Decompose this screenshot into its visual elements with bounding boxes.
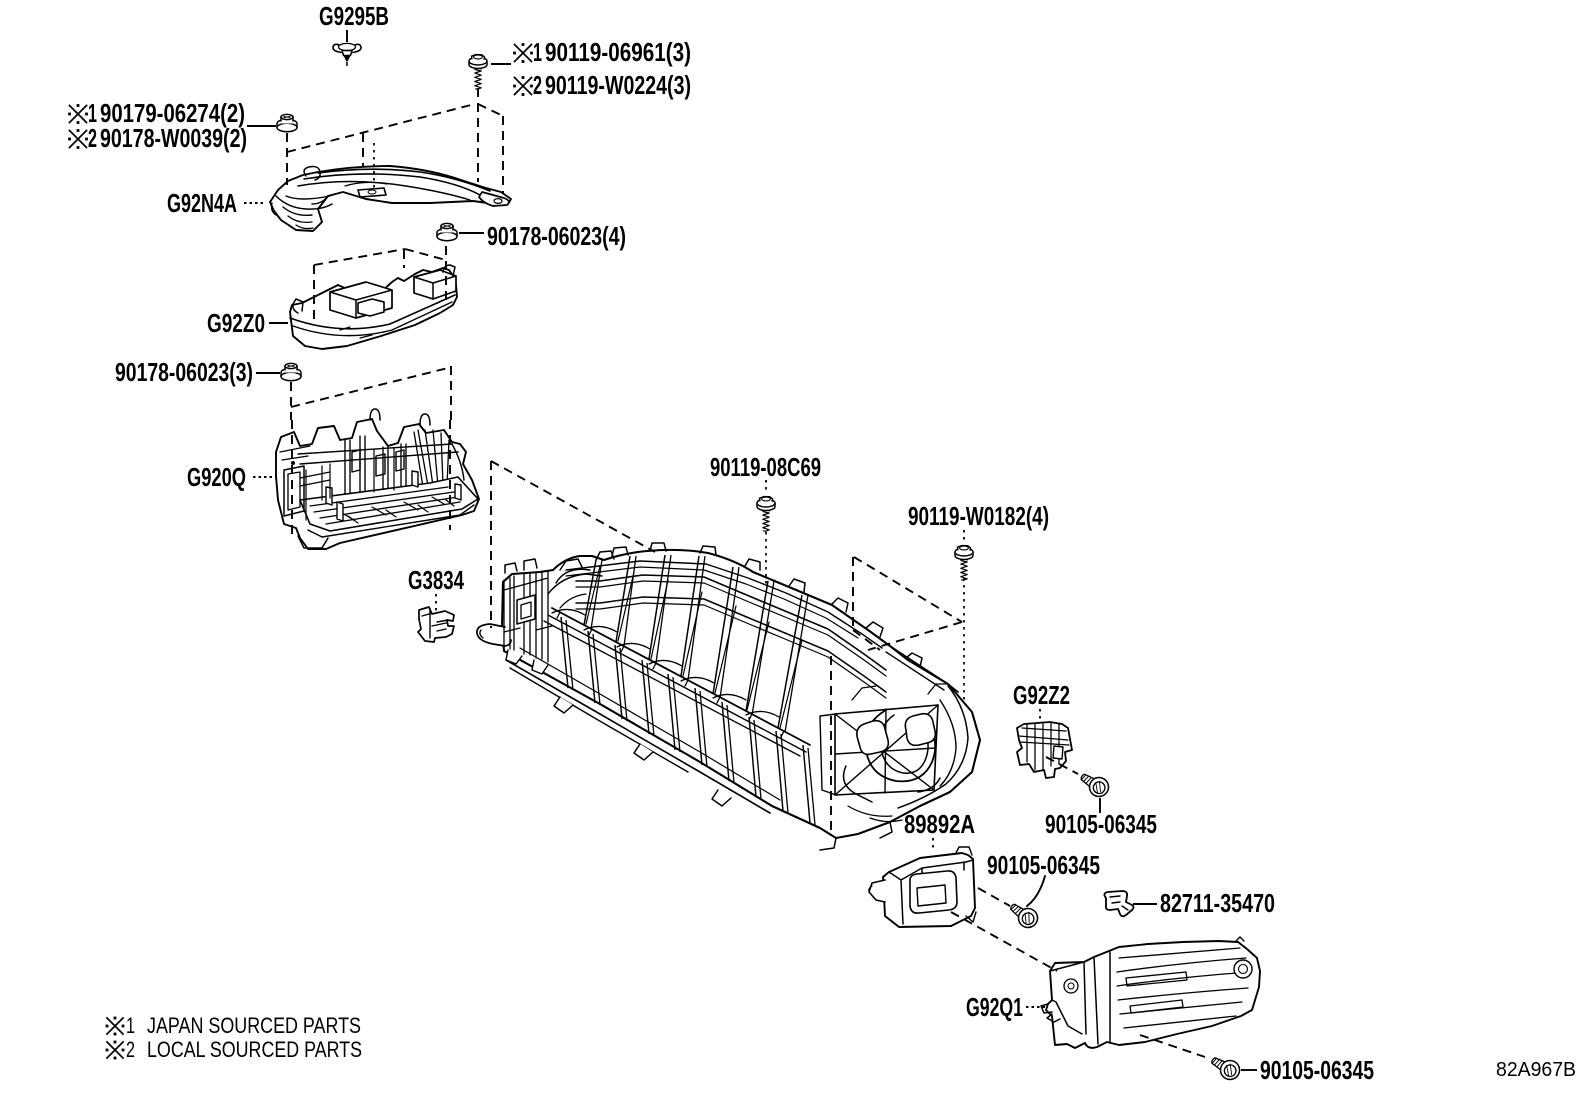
svg-text:G920Q: G920Q [187,462,246,492]
svg-text:LOCAL SOURCED PARTS: LOCAL SOURCED PARTS [147,1037,362,1062]
svg-text:2: 2 [126,1037,135,1062]
svg-text:90119-08C69: 90119-08C69 [710,452,821,482]
svg-text:90105-06345: 90105-06345 [1045,809,1157,839]
svg-text:G3834: G3834 [408,565,464,595]
svg-text:90119-W0182(4): 90119-W0182(4) [908,501,1049,531]
svg-text:1: 1 [126,1013,135,1038]
svg-text:82711-35470: 82711-35470 [1160,888,1275,918]
svg-text:82A967B: 82A967B [1496,1059,1576,1081]
svg-text:90119-W0224(3): 90119-W0224(3) [545,70,691,100]
svg-text:G9295B: G9295B [319,1,389,31]
svg-text:90179-06274(2): 90179-06274(2) [100,98,245,128]
svg-text:90178-W0039(2): 90178-W0039(2) [100,123,247,153]
svg-text:89892A: 89892A [904,809,975,839]
svg-text:90119-06961(3): 90119-06961(3) [545,37,691,67]
svg-text:G92N4A: G92N4A [167,188,237,218]
svg-text:G92Q1: G92Q1 [966,992,1023,1022]
svg-text:2: 2 [533,70,542,100]
svg-text:G92Z0: G92Z0 [207,308,265,338]
svg-text:90105-06345: 90105-06345 [1260,1055,1374,1085]
svg-text:2: 2 [88,123,97,153]
svg-text:90105-06345: 90105-06345 [987,850,1100,880]
svg-text:G92Z2: G92Z2 [1013,680,1070,710]
svg-text:1: 1 [533,37,542,67]
svg-text:1: 1 [88,98,97,128]
svg-text:JAPAN SOURCED PARTS: JAPAN SOURCED PARTS [147,1013,361,1038]
svg-text:90178-06023(3): 90178-06023(3) [115,357,253,387]
svg-text:90178-06023(4): 90178-06023(4) [487,221,626,251]
